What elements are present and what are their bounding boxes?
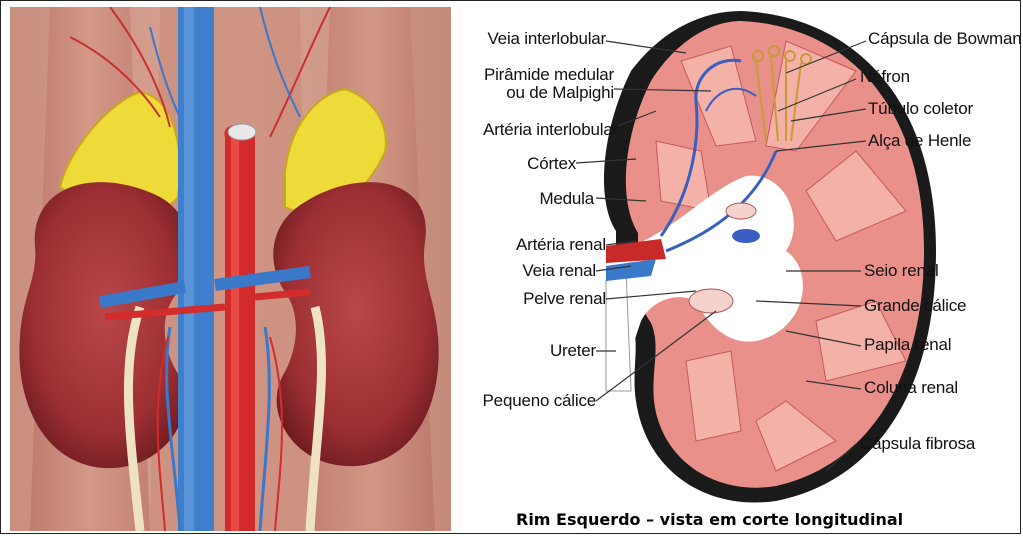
calice-2 — [726, 203, 756, 219]
label-piramide-medular-1: Pirâmide medular — [466, 65, 614, 84]
label-coluna-renal: Coluna renal — [864, 378, 958, 397]
label-capsula-bowman: Cápsula de Bowman — [868, 29, 1021, 48]
label-alca-henle: Alça de Henle — [868, 131, 971, 150]
label-cortex: Córtex — [496, 154, 576, 173]
kidneys-illustration-svg — [10, 7, 451, 531]
label-veia-interlobular: Veia interlobular — [466, 29, 606, 48]
calice-vessel — [732, 229, 760, 243]
label-veia-renal: Veia renal — [476, 261, 596, 280]
label-arteria-interlobular: Artéria interlobular — [456, 120, 618, 139]
label-grande-calice: Grande cálice — [864, 296, 966, 315]
aorta — [224, 125, 255, 531]
kidneys-anatomy-illustration — [10, 7, 451, 531]
kidney-right — [273, 182, 438, 466]
kidney-cross-section-diagram: Veia interlobular Pirâmide medular ou de… — [456, 1, 1021, 534]
ivc-highlight — [184, 7, 194, 531]
calice-1 — [689, 289, 733, 313]
label-tubulo-coletor: Túbulo coletor — [868, 99, 973, 118]
aorta-highlight — [231, 137, 239, 531]
ureter-shape — [606, 271, 631, 391]
arteria-renal-shape — [606, 239, 666, 263]
label-capsula-fibrosa: Cápsula fibrosa — [860, 434, 975, 453]
label-arteria-renal: Artéria renal — [476, 235, 606, 254]
pyramid-7 — [686, 351, 741, 441]
aorta-cut-end — [228, 124, 256, 140]
label-papila-renal: Papila renal — [864, 335, 951, 354]
label-nefron: Néfron — [860, 67, 910, 86]
label-pelve-renal: Pelve renal — [476, 289, 606, 308]
figure-caption: Rim Esquerdo – vista em corte longitudin… — [516, 510, 903, 529]
inferior-vena-cava — [178, 7, 214, 531]
label-ureter: Ureter — [496, 341, 596, 360]
label-pequeno-calice: Pequeno cálice — [466, 391, 596, 410]
label-piramide-medular-2: ou de Malpighi — [466, 83, 614, 102]
label-seio-renal: Seio renal — [864, 261, 939, 280]
label-medula: Medula — [496, 189, 594, 208]
